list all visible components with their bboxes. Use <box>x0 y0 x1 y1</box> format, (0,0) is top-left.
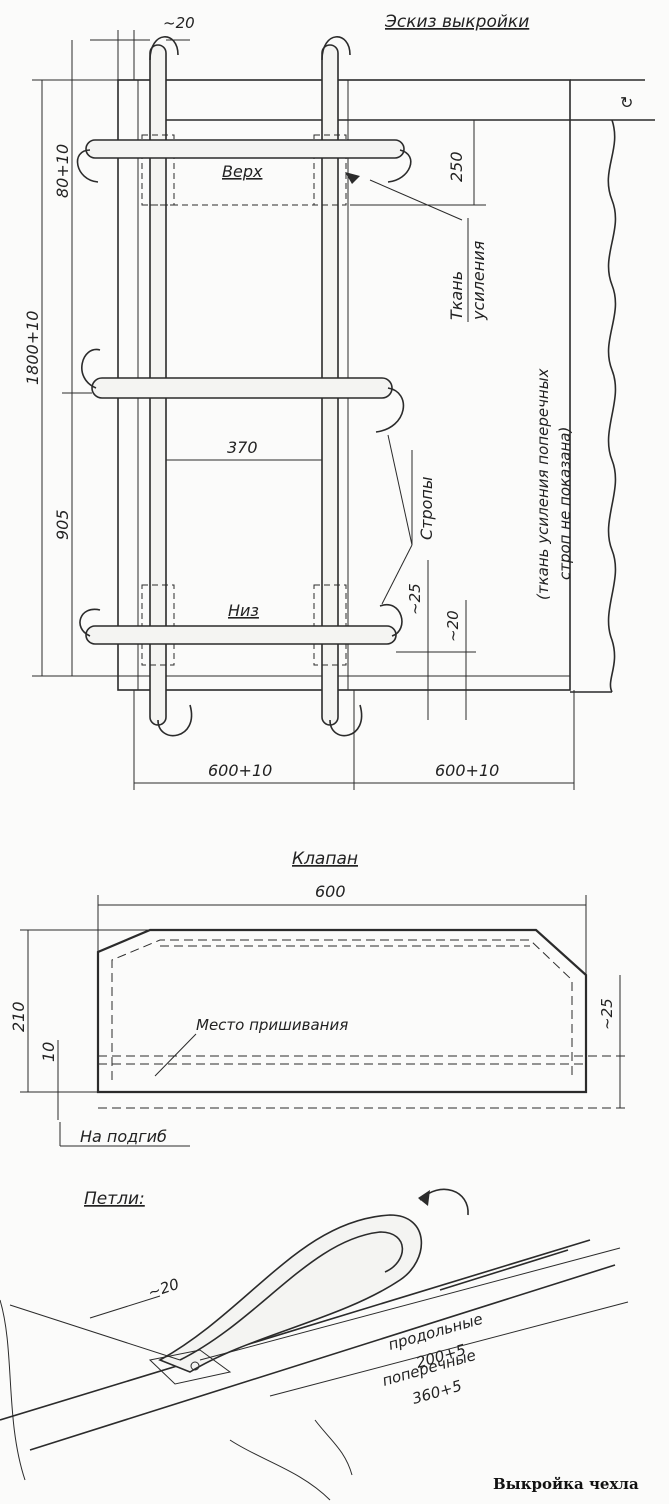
cross-strap-top <box>85 139 405 159</box>
reinforce-top-left <box>141 134 175 206</box>
flap-dim-25: ~25 <box>598 998 616 1030</box>
loop-inner <box>179 1231 404 1361</box>
flap-section: Клапан 600 210 10 ~25 Место пришивания Н… <box>9 849 625 1147</box>
dim-905: 905 <box>53 509 72 540</box>
dim-370: 370 <box>227 438 258 457</box>
reinforce-top-right <box>313 134 347 206</box>
cross-strap-top-right-curl <box>387 149 412 183</box>
reinforce-bottom-right <box>313 584 347 666</box>
sketch-section: Эскиз выкройки ↻ <box>23 12 655 790</box>
dim-width-right: 600+10 <box>435 761 499 780</box>
loop-rivet <box>190 1361 200 1371</box>
reinforce-arrow <box>345 172 360 184</box>
loop-edge-bottom <box>229 1439 331 1501</box>
reinforce-leader <box>369 179 463 221</box>
flap-outline <box>96 928 588 1094</box>
loop-strip-mark <box>439 1249 569 1291</box>
cross-strap-middle-right-curl <box>375 387 405 433</box>
cross-strap-bottom-left-curl <box>79 608 101 637</box>
flap-label-hem: На подгиб <box>80 1127 167 1146</box>
cross-strap-middle <box>91 377 393 399</box>
straps-leader-2 <box>381 544 413 605</box>
label-reinforce-2: усиления <box>469 240 488 321</box>
cross-strap-bottom-right-curl <box>379 603 403 637</box>
cross-strap-middle-left-curl <box>81 348 101 389</box>
loop-dim-line <box>89 1295 161 1319</box>
dim-strap-width: ~20 <box>163 14 195 32</box>
loop-long-line <box>199 1247 621 1361</box>
label-reinforce-1: Ткань <box>447 271 466 320</box>
dim-width-left: 600+10 <box>208 761 272 780</box>
loop-stitch-pad <box>148 1349 232 1385</box>
label-bottom: Низ <box>228 601 259 620</box>
loop-edge-bottom-2 <box>314 1419 353 1476</box>
loop-edge-left <box>0 1299 26 1481</box>
long-strap-right-bottom-loop <box>329 704 363 737</box>
figure-caption: Выкройка чехла <box>493 1475 639 1493</box>
cross-strap-bottom <box>85 625 397 645</box>
dim-25-sketch: ~25 <box>406 583 424 615</box>
loop-cross-line <box>269 1301 629 1397</box>
loops-section: Петли: ~20 продольные 200+5 поперечные 3… <box>0 1188 639 1501</box>
flap-title: Клапан <box>292 849 358 869</box>
dim-20-sketch: ~20 <box>444 610 462 642</box>
long-strap-left-bottom-loop <box>157 704 193 737</box>
flap-dim-width: 600 <box>315 882 346 901</box>
loop-shape <box>158 1214 423 1373</box>
flap-dim-height: 210 <box>9 1001 28 1032</box>
dimensions-sketch: ~20 1800+10 80+10 905 250 370 ~25 ~20 <box>23 14 575 790</box>
dim-250: 250 <box>447 151 466 182</box>
note-line1: (ткань усиления поперечных <box>534 368 552 600</box>
dim-height: 1800+10 <box>23 311 42 385</box>
label-straps: Стропы <box>417 476 436 540</box>
label-top: Верх <box>222 162 263 181</box>
reinforce-bottom-left <box>141 584 175 666</box>
loops-title: Петли: <box>84 1189 145 1209</box>
fold-arrowhead <box>418 1190 430 1206</box>
loops-dim-20: ~20 <box>146 1275 182 1302</box>
cross-strap-top-left-curl <box>76 149 99 183</box>
fold-icon: ↻ <box>620 93 633 112</box>
straps-leader-1 <box>387 434 413 546</box>
loop-strip-edge-1 <box>0 1239 591 1421</box>
loops-value-cross: 360+5 <box>410 1377 464 1408</box>
sewing-leader <box>154 1033 197 1077</box>
dim-top-offset: 80+10 <box>53 144 72 198</box>
flap-seam-line <box>111 939 573 1080</box>
wavy-edge <box>607 119 617 693</box>
long-strap-left-top-loop <box>149 36 179 61</box>
flap-dim-10: 10 <box>39 1042 58 1062</box>
long-strap-right-top-loop <box>321 36 351 61</box>
note-line2: строп не показана) <box>556 427 574 580</box>
flap-label-sewing: Место пришивания <box>196 1016 348 1034</box>
sketch-title: Эскиз выкройки <box>384 12 529 32</box>
loop-strip-edge-2 <box>29 1264 616 1451</box>
loop-dim-ext <box>9 1304 181 1361</box>
